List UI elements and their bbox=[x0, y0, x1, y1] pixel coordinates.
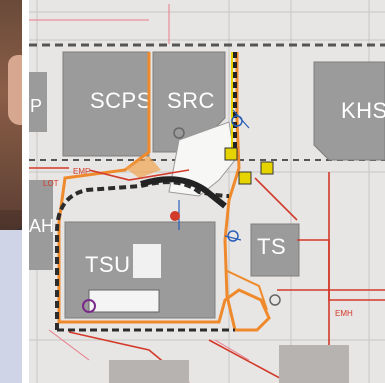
photo-face bbox=[8, 55, 22, 125]
marker-yellow-1 bbox=[224, 147, 238, 161]
building-scps-label: SCPS bbox=[90, 88, 152, 113]
plaza-area bbox=[168, 121, 236, 197]
tsu-loading-area bbox=[88, 289, 160, 313]
left-building-bottom bbox=[29, 180, 53, 270]
building-src-label: SRC bbox=[167, 88, 215, 113]
building-khs-label: KHS bbox=[341, 98, 385, 123]
left-building-bottom-label: AH bbox=[29, 216, 54, 236]
building-khs bbox=[313, 61, 385, 161]
tsu-courtyard bbox=[133, 244, 161, 278]
annotation-emf: EMF bbox=[73, 167, 90, 176]
left-building-top bbox=[29, 72, 47, 132]
person-photo-crop bbox=[0, 0, 22, 383]
building-ts bbox=[250, 223, 300, 277]
photo-shirt bbox=[0, 230, 22, 383]
building-tsu-label: TSU bbox=[85, 252, 131, 277]
hydrant-icon bbox=[170, 211, 180, 221]
panel-divider bbox=[22, 0, 29, 383]
construction-boundary bbox=[57, 52, 271, 332]
manhole-icon bbox=[173, 127, 185, 139]
valve-icon bbox=[231, 115, 243, 127]
boundary-spur bbox=[224, 269, 268, 311]
annotation-lot: LOT bbox=[43, 179, 59, 188]
bottom-building-2 bbox=[109, 360, 189, 383]
building-scps bbox=[62, 51, 150, 157]
utility-junction-icon bbox=[82, 299, 96, 313]
manhole-icon-2 bbox=[269, 294, 281, 306]
annotation-emh: EMH bbox=[335, 309, 353, 318]
marker-yellow-2 bbox=[238, 171, 252, 185]
campus-site-plan: P AH SCPS SRC KHS TSU TS bbox=[29, 0, 385, 383]
utility-lines-pink bbox=[29, 4, 250, 361]
marker-yellow-3 bbox=[260, 161, 274, 175]
main-walk-route bbox=[140, 176, 227, 209]
valve-icon-2 bbox=[227, 230, 239, 242]
left-building-top-label: P bbox=[30, 96, 42, 116]
staging-area bbox=[125, 156, 161, 178]
building-ts-label: TS bbox=[257, 234, 286, 259]
bottom-building bbox=[279, 345, 349, 383]
